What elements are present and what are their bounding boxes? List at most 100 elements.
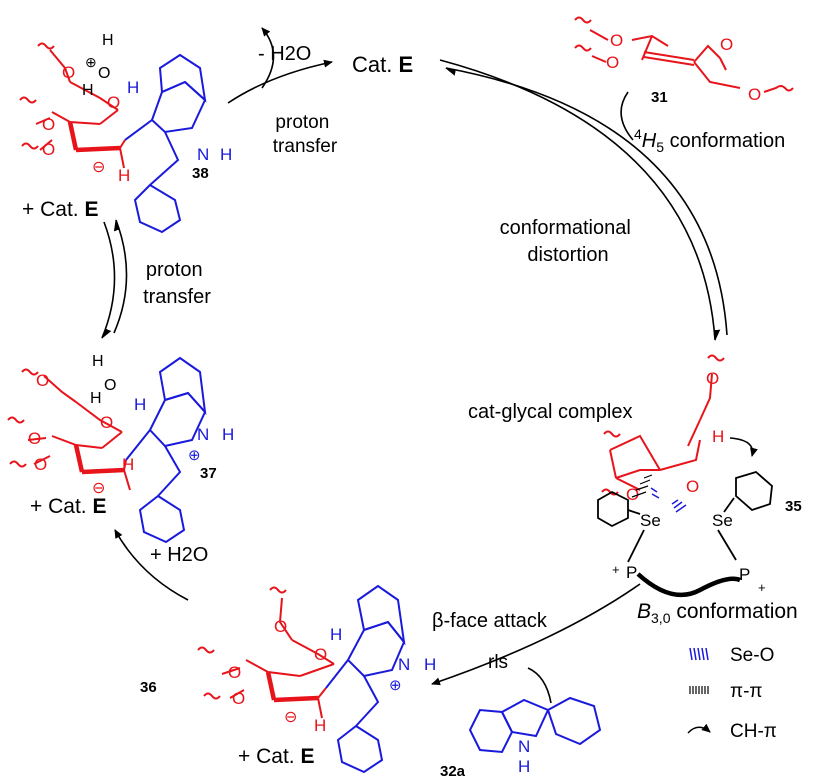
- svg-text:⊖: ⊖: [92, 159, 105, 176]
- compound-36-label: 36: [140, 679, 157, 696]
- svg-text:O: O: [274, 617, 287, 636]
- beta-face-attack-label: β-face attack: [432, 610, 548, 632]
- compound-35-label: 35: [785, 498, 802, 515]
- conformational-distortion-label: conformational distortion: [500, 217, 637, 266]
- svg-text:O: O: [98, 65, 110, 82]
- legend-conformation-label: B3,0 conformation: [637, 600, 798, 626]
- svg-text:O: O: [606, 53, 619, 72]
- svg-text:H: H: [330, 625, 342, 644]
- compound-38-label: 38: [192, 165, 209, 182]
- cat-e-label-36: + Cat. E: [238, 745, 314, 768]
- svg-text:O: O: [748, 85, 761, 104]
- legend-item-ch-pi: CH-π: [687, 721, 777, 742]
- compound-35-structure: O O O H Se Se: [597, 354, 773, 598]
- svg-text:O: O: [34, 455, 47, 474]
- svg-text:N: N: [197, 425, 209, 444]
- svg-text:H: H: [712, 427, 724, 446]
- compound-31-atoms: O O O O: [606, 31, 761, 104]
- arrow-cat-e-to-35-b: [445, 67, 728, 336]
- legend: B3,0 conformation Se-O π-π CH-π: [637, 600, 798, 742]
- cycle-arrows: [101, 27, 728, 704]
- se-o-interactions: [650, 487, 687, 513]
- arrow-32a-in: [527, 667, 552, 704]
- compound-31-label: 31: [651, 89, 668, 106]
- svg-text:N: N: [518, 737, 530, 756]
- svg-text:O: O: [686, 477, 699, 496]
- svg-text:O: O: [42, 140, 55, 159]
- arrow-35-to-36: [431, 583, 641, 686]
- cat-e-top-label: Cat. E: [352, 52, 413, 77]
- cat-glycal-complex-title: cat-glycal complex: [468, 401, 633, 423]
- svg-text:O: O: [706, 369, 719, 388]
- svg-text:H: H: [90, 390, 102, 407]
- svg-text:O: O: [100, 413, 113, 432]
- compound-37-structure: O O O O H ⊖ N H ⊕ H H H O: [7, 353, 234, 544]
- svg-text:π-π: π-π: [730, 681, 763, 702]
- proton-transfer-left-label: proton transfer: [143, 259, 211, 308]
- svg-text:⊕: ⊕: [389, 677, 402, 694]
- water-add-label: + H2O: [150, 544, 208, 566]
- compound-36-structure: O O O O H ⊖ N H ⊕ H: [197, 584, 436, 774]
- svg-text:O: O: [232, 689, 245, 708]
- svg-text:N: N: [197, 145, 209, 164]
- arrow-38-to-cat-e: [227, 59, 333, 104]
- svg-text:CH-π: CH-π: [730, 721, 777, 742]
- svg-text:Se: Se: [640, 511, 661, 530]
- arrow-38-to-37: [101, 221, 116, 339]
- svg-text:N: N: [398, 655, 410, 674]
- svg-text:O: O: [314, 645, 327, 664]
- svg-text:H: H: [222, 425, 234, 444]
- svg-text:Se-O: Se-O: [730, 645, 774, 666]
- compound-37-label: 37: [200, 465, 217, 482]
- arrow-36-to-37: [114, 529, 189, 601]
- compound-32a-label: 32a: [440, 763, 466, 779]
- water-loss-label: - H2O: [258, 43, 311, 65]
- arrow-37-to-38: [113, 219, 128, 334]
- svg-text:H: H: [118, 166, 130, 185]
- arrow-cat-e-to-35-a: [439, 59, 721, 341]
- svg-text:H: H: [127, 78, 139, 97]
- svg-text:H: H: [314, 716, 326, 735]
- svg-text:H: H: [92, 353, 104, 370]
- svg-text:Se: Se: [712, 511, 733, 530]
- svg-text:H: H: [220, 145, 232, 164]
- svg-text:O: O: [720, 35, 733, 54]
- compound-38-structure: O O O O H ⊖ N H H H H O ⊕: [19, 32, 232, 234]
- svg-text:P: P: [739, 565, 750, 584]
- svg-text:H: H: [122, 455, 134, 474]
- svg-text:O: O: [36, 371, 49, 390]
- svg-text:O: O: [28, 429, 41, 448]
- svg-text:H: H: [424, 655, 436, 674]
- rls-label: rls: [488, 652, 508, 673]
- compound-32a-structure: [468, 696, 602, 754]
- svg-text:⊕: ⊕: [188, 447, 201, 464]
- svg-text:O: O: [107, 93, 120, 112]
- svg-text:O: O: [610, 31, 623, 50]
- proton-transfer-top-label: proton transfer: [273, 112, 338, 157]
- svg-text:⊖: ⊖: [284, 709, 297, 726]
- legend-item-se-o: Se-O: [689, 645, 774, 666]
- cat-e-label-37: + Cat. E: [30, 495, 106, 518]
- legend-item-pi-pi: π-π: [689, 681, 763, 702]
- svg-text:+: +: [612, 562, 620, 577]
- svg-text:O: O: [228, 663, 241, 682]
- cat-e-label-38: + Cat. E: [22, 198, 98, 221]
- svg-text:+: +: [758, 580, 766, 595]
- arrow-release-33: [261, 27, 275, 89]
- svg-text:O: O: [104, 377, 116, 394]
- svg-text:⊕: ⊕: [85, 54, 97, 70]
- svg-text:O: O: [42, 115, 55, 134]
- svg-text:P: P: [626, 563, 637, 582]
- conformation-4h5-label: 4H5 conformation: [634, 126, 785, 155]
- pi-pi-interactions: [631, 474, 653, 498]
- arrow-31-in: [620, 91, 634, 141]
- compound-32a-atoms: N H: [518, 737, 530, 776]
- svg-text:H: H: [82, 82, 94, 99]
- svg-text:H: H: [134, 395, 146, 414]
- svg-text:H: H: [518, 757, 530, 776]
- svg-text:⊖: ⊖: [92, 480, 105, 497]
- svg-text:H: H: [102, 32, 114, 49]
- compound-31-structure: [574, 16, 794, 93]
- svg-text:O: O: [62, 63, 75, 82]
